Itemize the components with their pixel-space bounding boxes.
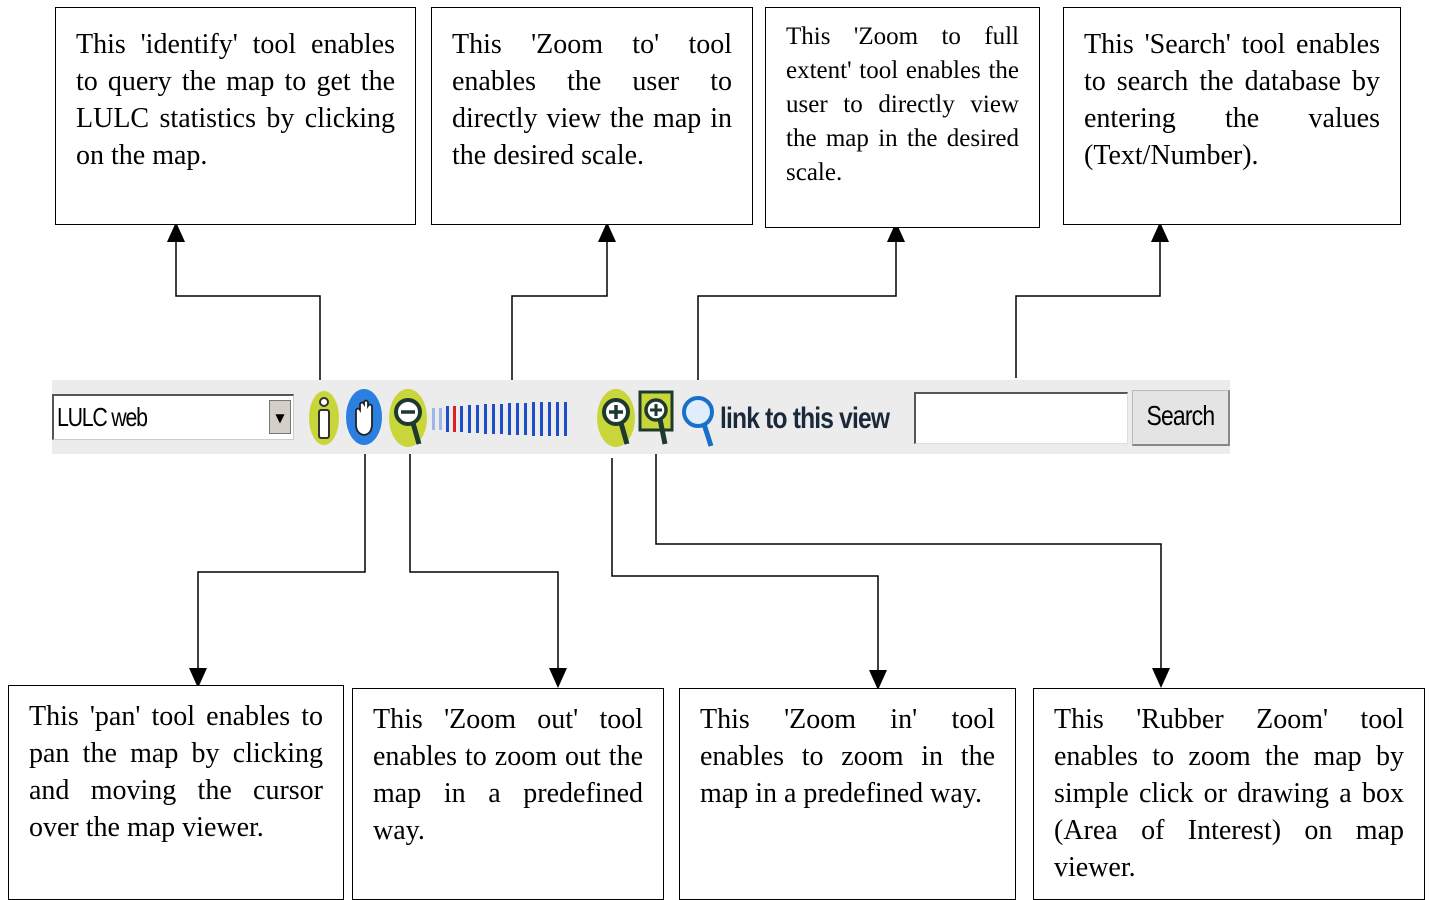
callout-zoom-in-text: This 'Zoom in' tool enables to zoom in t… <box>700 704 995 809</box>
search-button[interactable]: Search <box>1132 390 1230 446</box>
callout-pan: This 'pan' tool enables to pan the map b… <box>8 685 344 900</box>
layer-select-value: LULC web <box>57 402 148 432</box>
callout-zoom-to-text: This 'Zoom to' tool enables the user to … <box>452 29 732 171</box>
callout-full-extent: This 'Zoom to full extent' tool enables … <box>765 7 1040 228</box>
search-button-label: Search <box>1146 400 1216 431</box>
dropdown-arrow-icon[interactable]: ▼ <box>269 400 291 434</box>
callout-zoom-out: This 'Zoom out' tool enables to zoom out… <box>352 688 664 900</box>
zoom-out-icon[interactable] <box>388 388 428 450</box>
callout-search: This 'Search' tool enables to search the… <box>1063 7 1401 225</box>
callout-rubber-zoom-text: This 'Rubber Zoom' tool enables to zoom … <box>1054 704 1404 883</box>
search-input[interactable] <box>914 392 1128 444</box>
callout-search-text: This 'Search' tool enables to search the… <box>1084 29 1380 171</box>
map-toolbar: LULC web ▼ <box>52 380 1230 454</box>
callout-zoom-to: This 'Zoom to' tool enables the user to … <box>431 7 753 225</box>
callout-identify: This 'identify' tool enables to query th… <box>55 7 416 225</box>
callout-pan-text: This 'pan' tool enables to pan the map b… <box>29 701 323 843</box>
full-extent-icon[interactable] <box>680 388 716 450</box>
rubber-zoom-icon[interactable] <box>638 388 674 450</box>
layer-select[interactable]: LULC web ▼ <box>52 394 294 440</box>
link-to-this-view[interactable]: link to this view <box>720 402 890 435</box>
callout-zoom-in: This 'Zoom in' tool enables to zoom in t… <box>679 688 1016 900</box>
callout-rubber-zoom: This 'Rubber Zoom' tool enables to zoom … <box>1033 688 1425 900</box>
zoom-scale-bar[interactable] <box>430 402 590 436</box>
callout-zoom-out-text: This 'Zoom out' tool enables to zoom out… <box>373 704 643 846</box>
info-icon[interactable] <box>308 390 340 446</box>
scale-bar-ticks <box>432 402 567 436</box>
callout-full-extent-text: This 'Zoom to full extent' tool enables … <box>786 23 1019 186</box>
pan-hand-icon[interactable] <box>345 388 383 446</box>
callout-identify-text: This 'identify' tool enables to query th… <box>76 29 395 171</box>
zoom-in-icon[interactable] <box>596 388 636 450</box>
